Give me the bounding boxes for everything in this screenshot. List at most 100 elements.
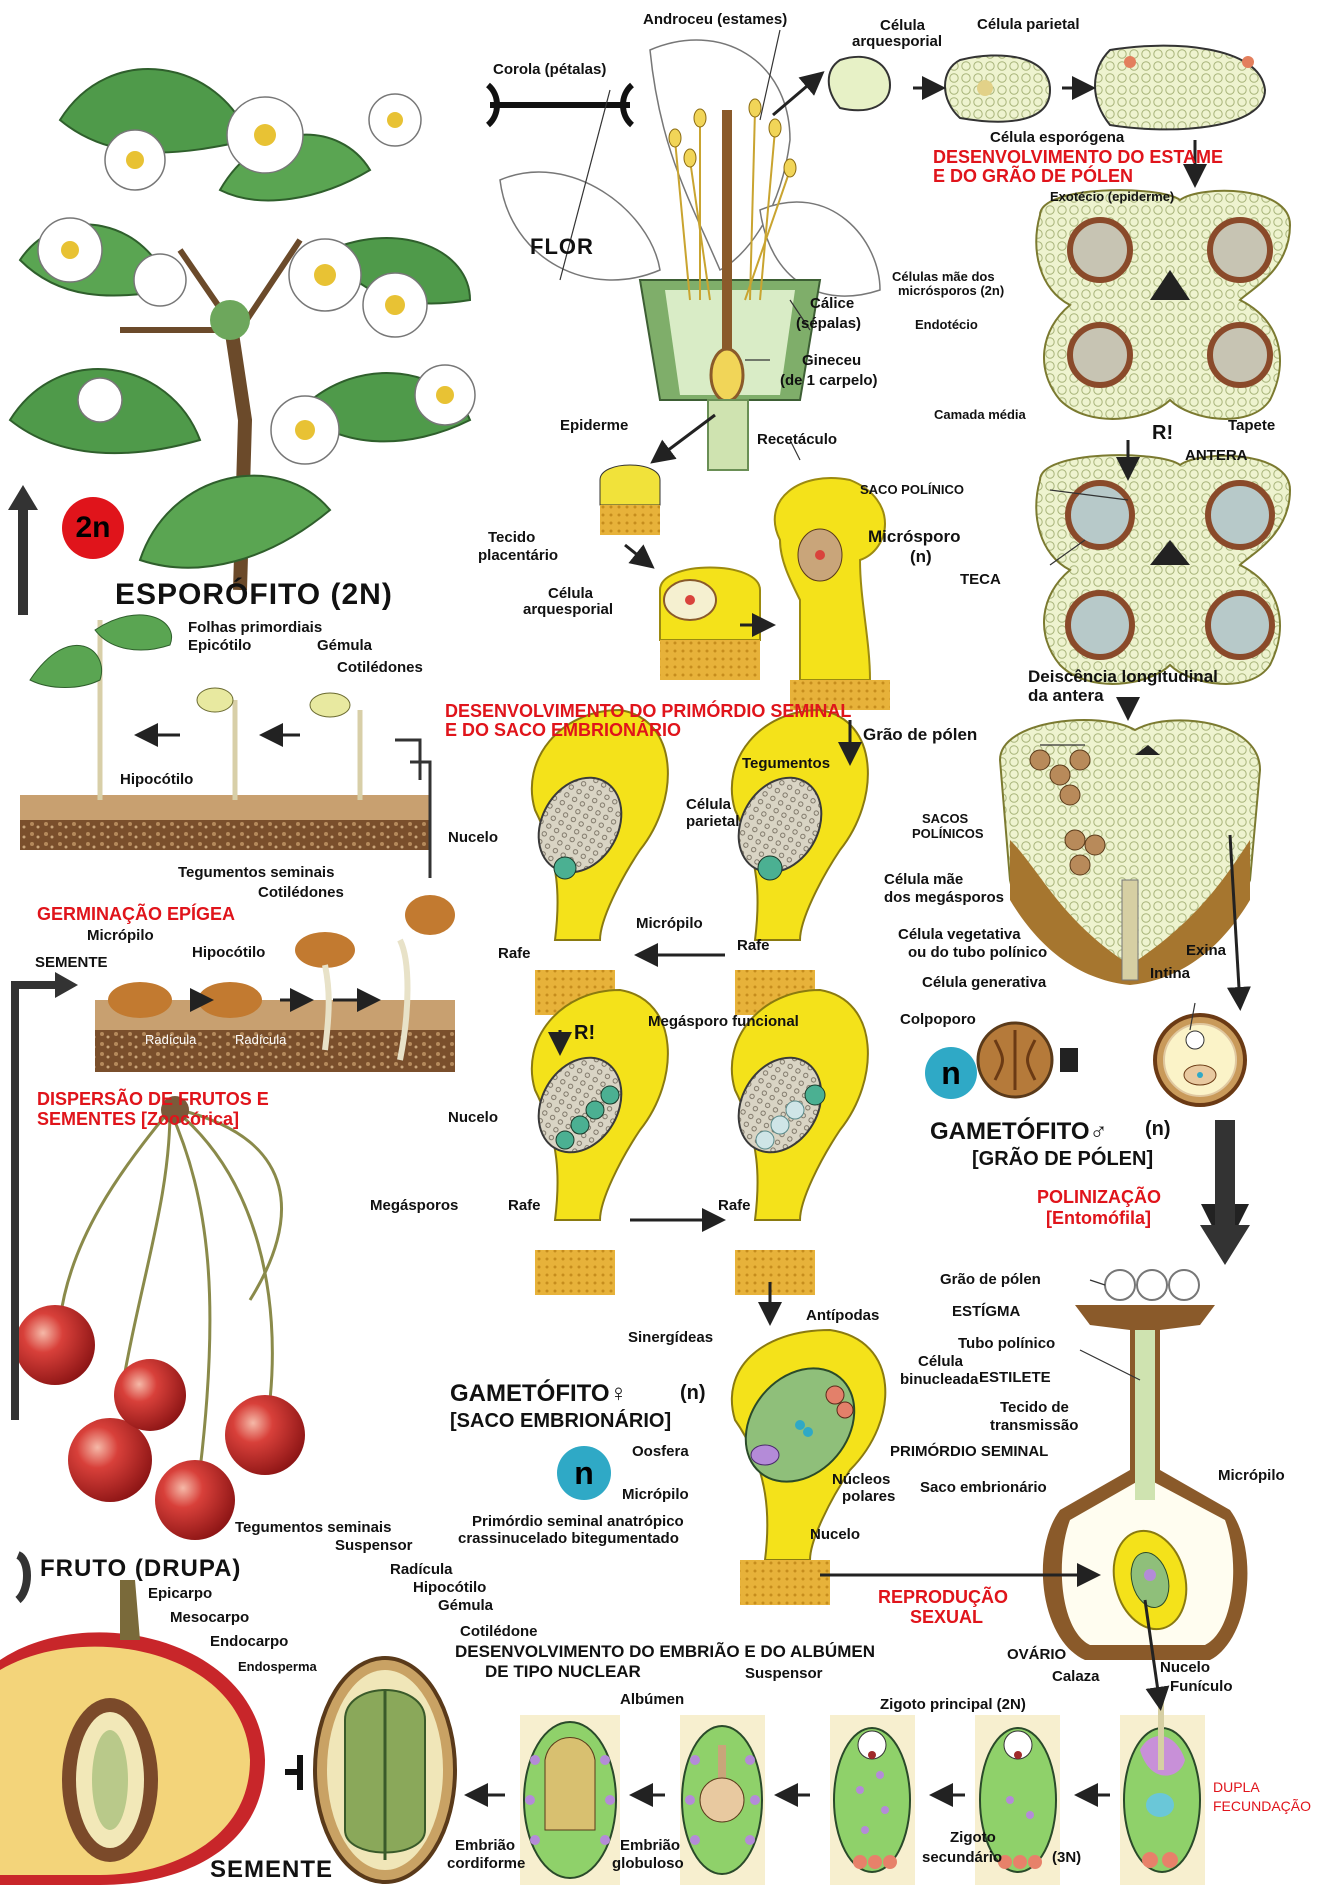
funiculo-label: Funículo bbox=[1170, 1679, 1233, 1695]
exina-label: Exina bbox=[1186, 943, 1226, 959]
zigoto-secundario-label-2: secundário bbox=[922, 1850, 1002, 1866]
calice-label-2: (sépalas) bbox=[796, 316, 861, 332]
reproducao-title-2: SEXUAL bbox=[910, 1608, 983, 1627]
reproducao-title-1: REPRODUÇÃO bbox=[878, 1588, 1008, 1607]
female-gametophyte-title: GAMETÓFITO♀ bbox=[450, 1382, 628, 1406]
globuloso-label-1: Embrião bbox=[620, 1838, 680, 1854]
rafe-label-b: Rafe bbox=[737, 938, 770, 954]
arquesporial-label-2: arquesporial bbox=[523, 602, 613, 618]
deiscencia-label-1: Deiscência longitudinal bbox=[1028, 667, 1218, 686]
rafe-label-c: Rafe bbox=[508, 1198, 541, 1214]
endosperma-label: Endosperma bbox=[238, 1660, 317, 1674]
cordiforme-label-1: Embrião bbox=[455, 1838, 515, 1854]
endocarpo-label: Endocarpo bbox=[210, 1634, 288, 1650]
stamen-arq-label-2: arquesporial bbox=[852, 34, 942, 50]
radicula-label-1: Radícula bbox=[145, 1033, 196, 1047]
exotecio-label: Exotécio (epiderme) bbox=[1050, 190, 1174, 204]
nucleos-polares-label-1: Núcleos bbox=[832, 1472, 890, 1488]
nucelo-label-2: Nucelo bbox=[448, 1110, 498, 1126]
ovule-parietal-label-2: parietal bbox=[686, 814, 739, 830]
placental-tissue-illustration bbox=[600, 465, 890, 710]
double-fertilization-illustration bbox=[1120, 1700, 1205, 1885]
saco-embrionario-label: Saco embrionário bbox=[920, 1480, 1047, 1496]
seed-illustration bbox=[315, 1658, 455, 1882]
ovule-parietal-label-1: Célula bbox=[686, 797, 731, 813]
estigma-label: ESTÍGMA bbox=[952, 1304, 1020, 1320]
colpoporo-label: Colpoporo bbox=[900, 1012, 976, 1028]
estilete-label: ESTILETE bbox=[979, 1370, 1051, 1386]
microsporo-label-1: Micrósporo bbox=[868, 527, 961, 546]
pistil-grao-label: Grão de pólen bbox=[940, 1272, 1041, 1288]
germ-cotiledones-label-2: Cotilédones bbox=[337, 660, 423, 676]
calice-label-1: Cálice bbox=[810, 296, 854, 312]
seed-tegumentos-label: Tegumentos seminais bbox=[235, 1520, 391, 1536]
endotecio-label: Endotécio bbox=[915, 318, 978, 332]
gineceu-label-1: Gineceu bbox=[802, 353, 861, 369]
rafe-label-a: Rafe bbox=[498, 946, 531, 962]
stamen-title-1: DESENVOLVIMENTO DO ESTAME bbox=[933, 148, 1223, 167]
stamen-title-2: E DO GRÃO DE PÓLEN bbox=[933, 167, 1133, 186]
receptaculo-label: Recetáculo bbox=[757, 432, 837, 448]
generativa-label: Célula generativa bbox=[922, 975, 1046, 991]
germ-micropilo-label: Micrópilo bbox=[87, 928, 154, 944]
corola-label: Corola (pétalas) bbox=[493, 62, 606, 78]
stamen-arq-label-1: Célula bbox=[880, 18, 925, 34]
parietal-label: Célula parietal bbox=[977, 17, 1080, 33]
germination-illustration bbox=[20, 615, 455, 1072]
tecido-transmissao-label-2: transmissão bbox=[990, 1418, 1078, 1434]
fruto-title: FRUTO (DRUPA) bbox=[40, 1554, 241, 1584]
calaza-label: Calaza bbox=[1052, 1669, 1100, 1685]
teca-label: TECA bbox=[960, 572, 1001, 588]
maes-label-2: micrósporos (2n) bbox=[898, 284, 1004, 298]
seed-cotiledone-label: Cotilédone bbox=[460, 1624, 538, 1640]
seed-gemula-label: Gémula bbox=[438, 1598, 493, 1614]
rafe-label-d: Rafe bbox=[718, 1198, 751, 1214]
polinizacao-title-1: POLINIZAÇÃO bbox=[1037, 1188, 1161, 1207]
mae-megasporos-label-2: dos megásporos bbox=[884, 890, 1004, 906]
saco-polinico-label: SACO POLÍNICO bbox=[860, 483, 964, 497]
germ-semente-label: SEMENTE bbox=[35, 955, 108, 971]
tegumentos-label: Tegumentos bbox=[742, 756, 830, 772]
embryo-title-2: DE TIPO NUCLEAR bbox=[485, 1662, 641, 1681]
antipodas-label: Antípodas bbox=[806, 1308, 879, 1324]
male-n-badge: n bbox=[925, 1047, 977, 1099]
germ-cotiledones-label: Cotilédones bbox=[258, 885, 344, 901]
globuloso-label-2: globuloso bbox=[612, 1856, 684, 1872]
mae-megasporos-label-1: Célula mãe bbox=[884, 872, 963, 888]
seed-radicula-label: Radícula bbox=[390, 1562, 453, 1578]
tecido-transmissao-label-1: Tecido de bbox=[1000, 1400, 1069, 1416]
albumen-label: Albúmen bbox=[620, 1692, 684, 1708]
embryo-title-1: DESENVOLVIMENTO DO EMBRIÃO E DO ALBÚMEN bbox=[455, 1642, 875, 1661]
epicarpo-label: Epicarpo bbox=[148, 1586, 212, 1602]
esporofito-title: ESPORÓFITO (2N) bbox=[115, 580, 393, 610]
germ-gemula-label: Gémula bbox=[317, 638, 372, 654]
sinergideas-label: Sinergídeas bbox=[628, 1330, 713, 1346]
microsporo-label-2: (n) bbox=[910, 547, 932, 566]
primordio-label-2: crassinucelado bitegumentado bbox=[458, 1531, 679, 1547]
nucleos-polares-label-2: polares bbox=[842, 1489, 895, 1505]
germ-hipocotilo-label: Hipocótilo bbox=[192, 945, 265, 961]
binucleada-label-1: Célula bbox=[918, 1354, 963, 1370]
pistil-micropilo-label: Micrópilo bbox=[1218, 1468, 1285, 1484]
micropilo-label-2: Micrópilo bbox=[622, 1487, 689, 1503]
ovule-r-label: R! bbox=[574, 1024, 595, 1043]
zigoto-principal-label: Zigoto principal (2N) bbox=[880, 1697, 1026, 1713]
dispersao-title-1: DISPERSÃO DE FRUTOS E bbox=[37, 1090, 269, 1109]
male-gametophyte-n: (n) bbox=[1145, 1120, 1171, 1139]
megasporos-label: Megásporos bbox=[370, 1198, 458, 1214]
ovario-label: OVÁRIO bbox=[1007, 1647, 1066, 1663]
dupla-fecundacao-1: DUPLA bbox=[1213, 1778, 1260, 1797]
germ-hipocotilo-label-2: Hipocótilo bbox=[120, 772, 193, 788]
epicotilo-label: Epicótilo bbox=[188, 638, 251, 654]
female-gametophyte-n: (n) bbox=[680, 1384, 706, 1403]
camada-label: Camada média bbox=[934, 408, 1026, 422]
grao-polen-label: Grão de pólen bbox=[863, 725, 977, 744]
nucelo-label: Nucelo bbox=[448, 830, 498, 846]
semente-title: SEMENTE bbox=[210, 1855, 333, 1885]
tecido-label-1: Tecido bbox=[488, 530, 535, 546]
tapete-label: Tapete bbox=[1228, 418, 1275, 434]
primordio-label-1: Primórdio seminal anatrópico bbox=[472, 1514, 684, 1530]
binucleada-label-2: binucleada bbox=[900, 1372, 978, 1388]
mesocarpo-label: Mesocarpo bbox=[170, 1610, 249, 1626]
